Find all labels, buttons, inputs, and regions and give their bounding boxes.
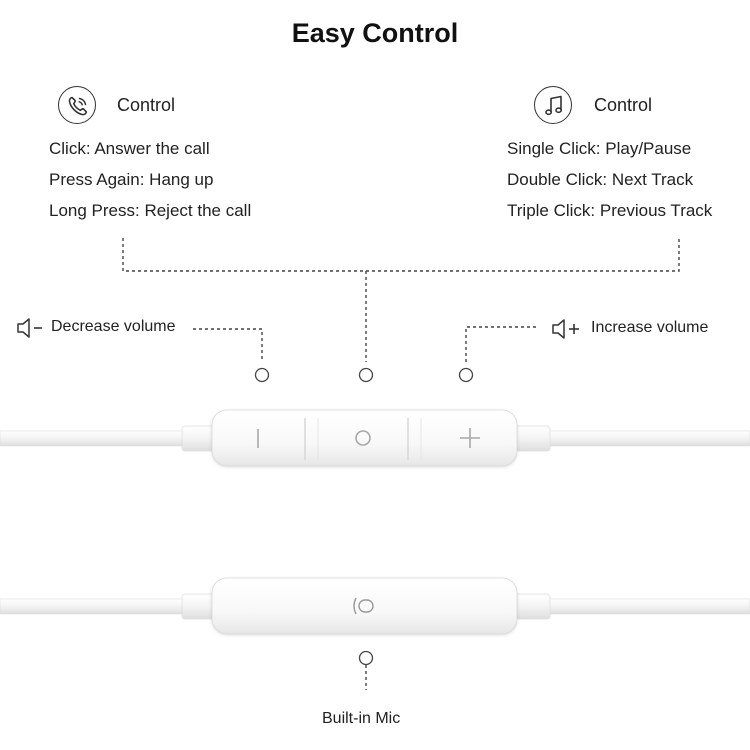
microphone-icon <box>353 597 374 615</box>
mic-cable <box>0 577 750 635</box>
music-control-line-single: Single Click: Play/Pause <box>507 139 692 158</box>
volume-up-button[interactable] <box>432 418 498 458</box>
decrease-connector <box>193 328 263 362</box>
volume-down-button[interactable] <box>228 418 290 458</box>
page-title: Easy Control <box>291 18 459 48</box>
dashed-connectors <box>122 238 680 362</box>
call-control-line-long-press: Long Press: Reject the call <box>49 201 252 220</box>
center-button-mark-icon <box>355 430 371 446</box>
decrease-volume-label: Decrease volume <box>51 318 176 335</box>
call-control-line-press-again: Press Again: Hang up <box>49 170 214 189</box>
music-control-line-double: Double Click: Next Track <box>507 170 694 189</box>
multifunction-button[interactable] <box>330 418 396 458</box>
center-pointer <box>358 367 374 383</box>
built-in-mic-label: Built-in Mic <box>322 710 401 727</box>
call-control-line-click: Click: Answer the call <box>49 139 210 158</box>
control-bracket-line <box>122 238 680 272</box>
mic-pointer <box>358 650 374 666</box>
remote-control-cable <box>0 409 750 467</box>
music-control-line-triple: Triple Click: Previous Track <box>507 201 713 220</box>
speaker-plus-icon <box>550 318 584 340</box>
call-control-heading: Control <box>117 95 176 115</box>
speaker-minus-icon <box>15 317 47 339</box>
increase-connector <box>465 326 536 362</box>
music-note-icon <box>534 86 572 124</box>
decrease-pointer <box>254 367 270 383</box>
increase-pointer <box>458 367 474 383</box>
phone-icon <box>58 86 96 124</box>
remote-body <box>211 409 518 467</box>
mic-body <box>211 577 518 635</box>
increase-volume-label: Increase volume <box>591 319 709 336</box>
music-control-heading: Control <box>594 95 653 115</box>
